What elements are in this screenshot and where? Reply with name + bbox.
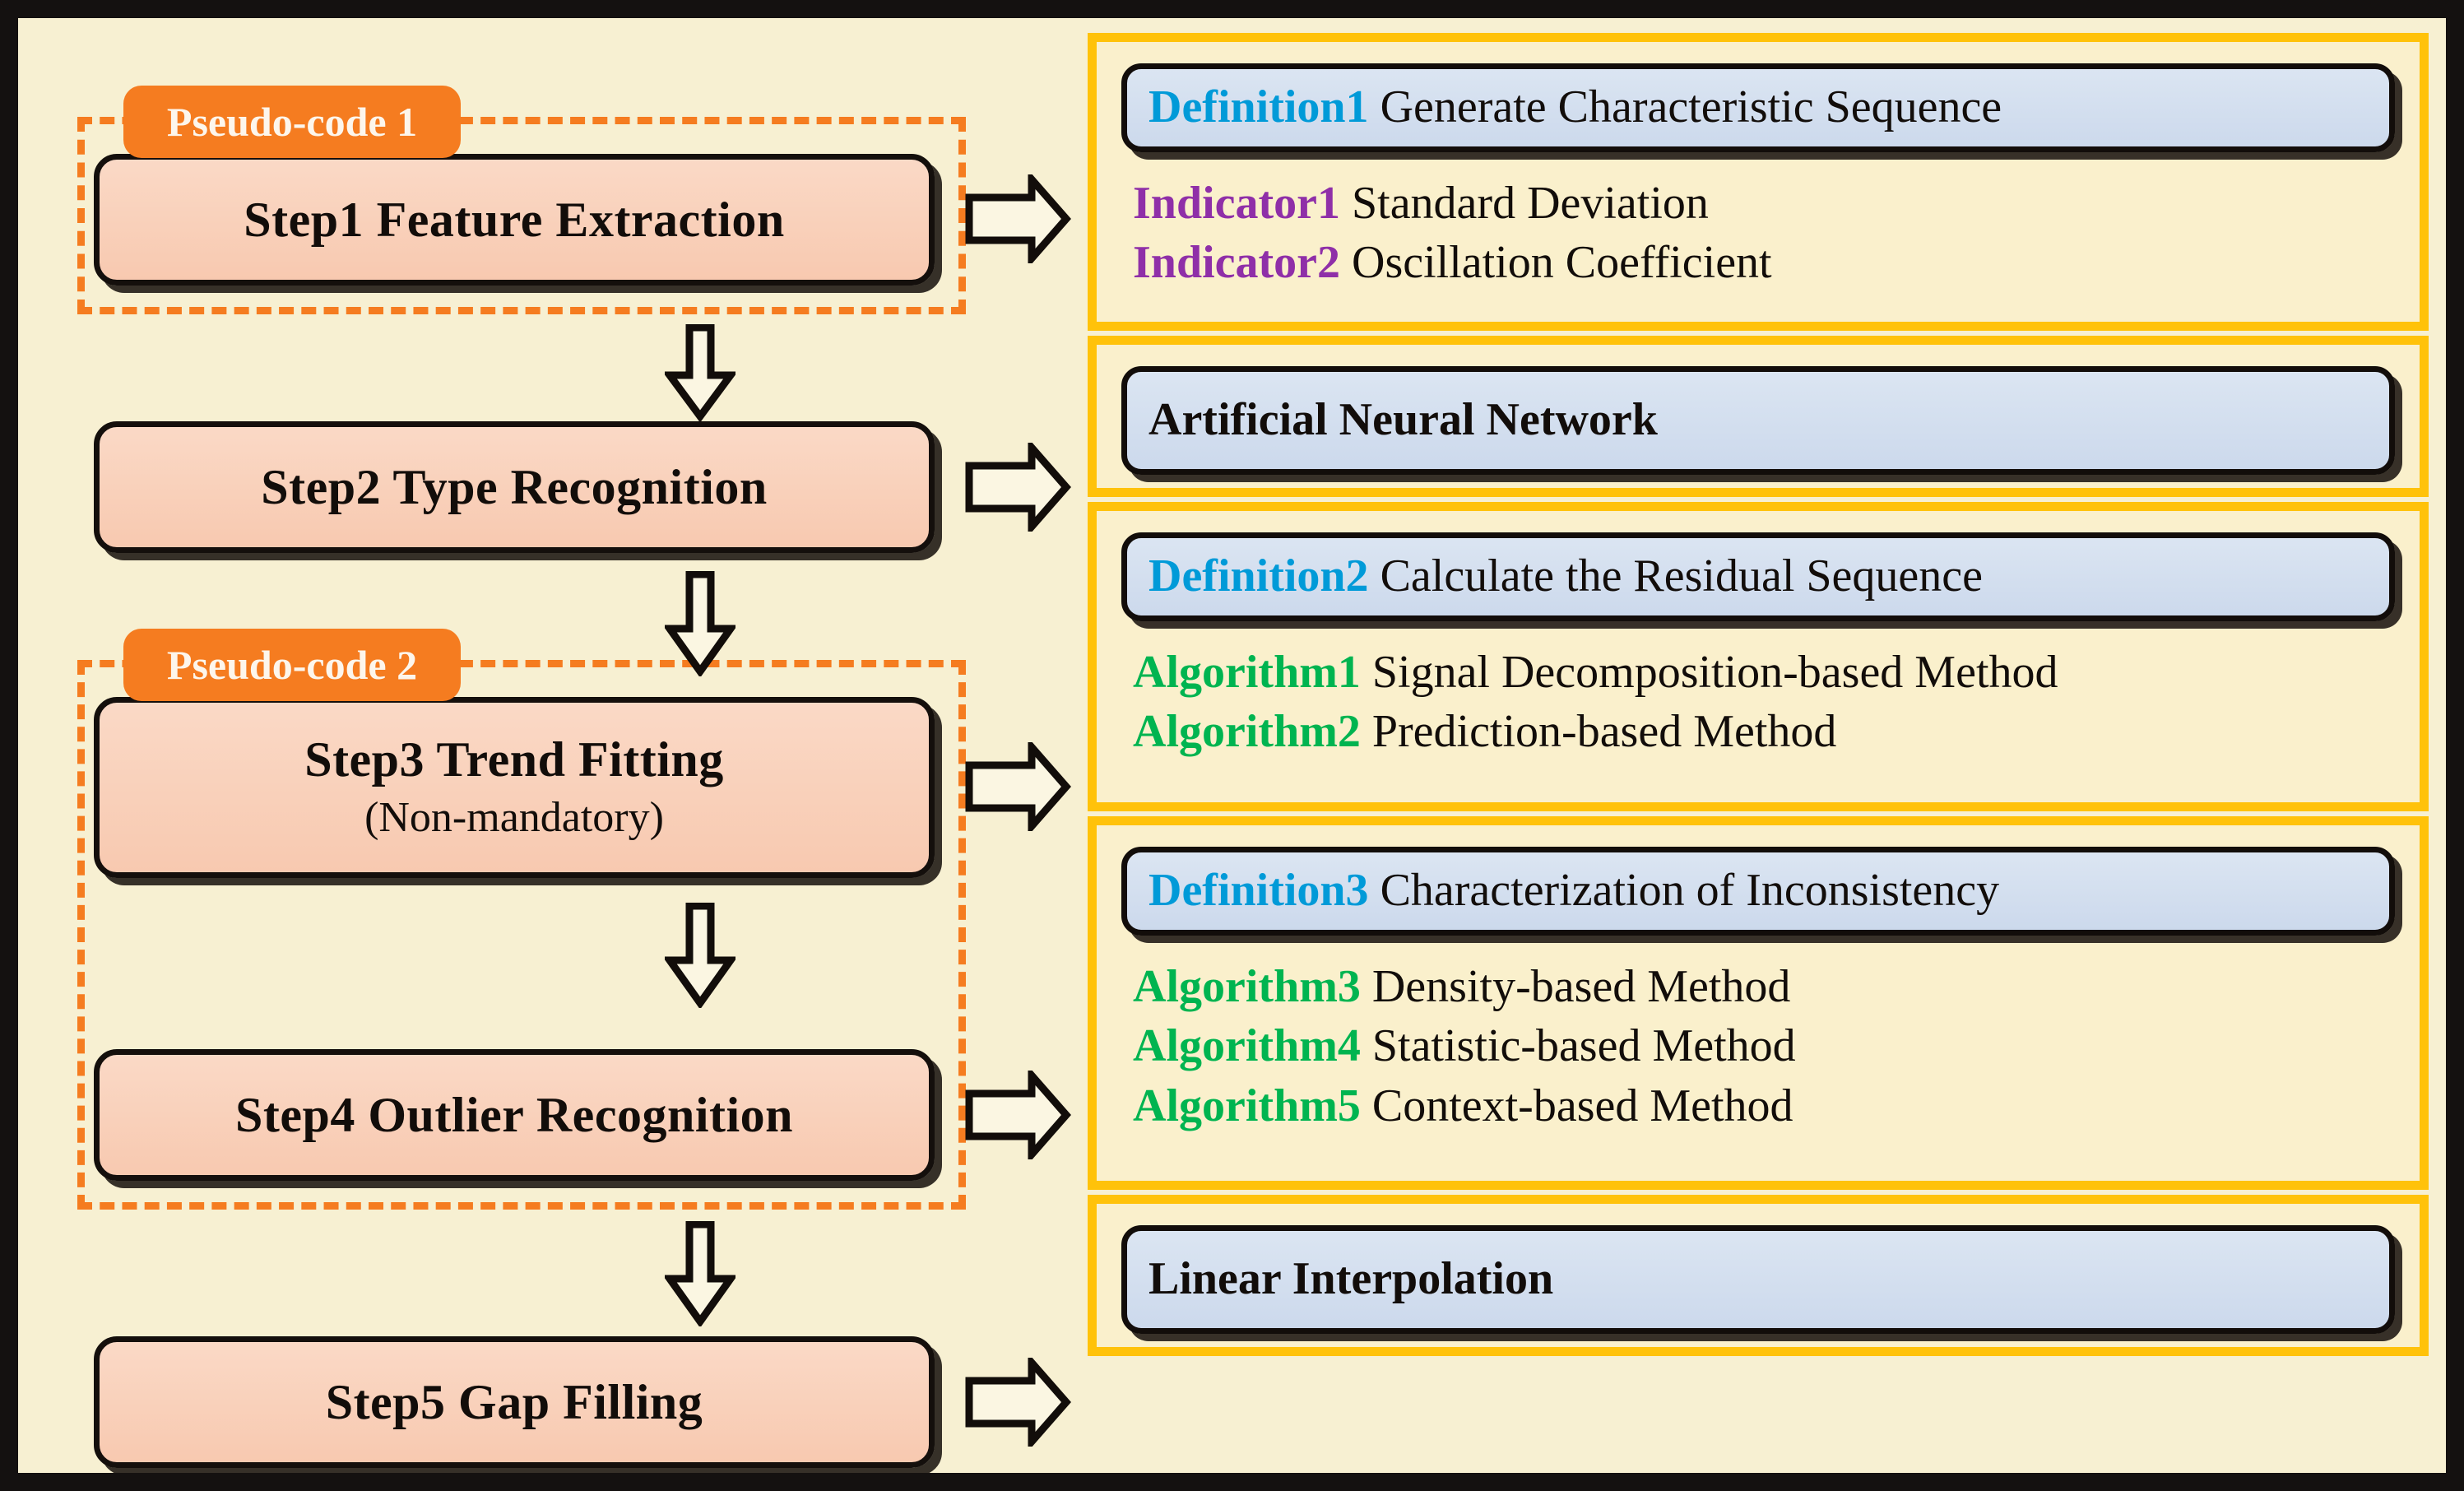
indicator2-text: Oscillation Coefficient <box>1352 237 1772 289</box>
list-item: Algorithm5 Context-based Method <box>1133 1076 2395 1136</box>
arrow-right-step5-to-section5 <box>964 1353 1071 1452</box>
arrow-right-step2-to-section2 <box>964 438 1071 536</box>
methods-section-1: Definition1 Generate Characteristic Sequ… <box>1088 33 2429 331</box>
method-box-2: Artificial Neural Network <box>1121 366 2395 475</box>
arrow-down-step3-to-step4 <box>662 902 738 1010</box>
pseudo-code-2-group-boundary <box>77 660 966 1210</box>
step-box-step2[interactable]: Step2 Type Recognition <box>94 421 935 553</box>
pseudo-code-1-label: Pseudo-code 1 <box>166 99 418 145</box>
algorithm2-keyword: Algorithm2 <box>1133 706 1361 758</box>
definition2-keyword: Definition2 <box>1148 550 1369 602</box>
arrow-right-step3-to-section3 <box>964 737 1071 836</box>
methods-section-3: Definition2 Calculate the Residual Seque… <box>1088 502 2429 811</box>
step3-title: Step3 Trend Fitting <box>304 732 724 787</box>
arrow-down-step2-to-step3 <box>662 570 738 678</box>
algorithm3-keyword: Algorithm3 <box>1133 960 1361 1012</box>
algorithm5-keyword: Algorithm5 <box>1133 1080 1361 1132</box>
definition-box-2: Definition2 Calculate the Residual Seque… <box>1121 532 2395 621</box>
artificial-neural-network-text: Artificial Neural Network <box>1148 394 1658 446</box>
methods-section-4: Definition3 Characterization of Inconsis… <box>1088 816 2429 1190</box>
step-box-step1[interactable]: Step1 Feature Extraction <box>94 154 935 286</box>
process-flow-column: Pseudo-code 1 Step1 Feature Extraction S… <box>18 18 1088 1473</box>
step4-title: Step4 Outlier Recognition <box>234 1087 794 1142</box>
list-item: Indicator2 Oscillation Coefficient <box>1133 233 2395 293</box>
definition2-text: Calculate the Residual Sequence <box>1380 550 1983 602</box>
pseudo-code-1-tag: Pseudo-code 1 <box>123 86 461 158</box>
indicator1-text: Standard Deviation <box>1352 177 1709 229</box>
definition1-keyword: Definition1 <box>1148 81 1369 132</box>
arrow-right-step1-to-section1 <box>964 170 1071 268</box>
method-box-5: Linear Interpolation <box>1121 1225 2395 1334</box>
definition3-keyword: Definition3 <box>1148 865 1369 916</box>
indicator2-keyword: Indicator2 <box>1133 237 1340 289</box>
arrow-down-step4-to-step5 <box>662 1220 738 1328</box>
definition3-text: Characterization of Inconsistency <box>1380 865 2000 916</box>
step-box-step4[interactable]: Step4 Outlier Recognition <box>94 1049 935 1181</box>
algorithm4-text: Statistic-based Method <box>1371 1020 1796 1072</box>
algorithm3-text: Density-based Method <box>1371 960 1791 1012</box>
list-item: Algorithm1 Signal Decomposition-based Me… <box>1133 643 2395 703</box>
linear-interpolation-text: Linear Interpolation <box>1148 1253 1554 1305</box>
step5-title: Step5 Gap Filling <box>325 1374 703 1429</box>
list-item: Algorithm2 Prediction-based Method <box>1133 702 2395 762</box>
pseudo-code-2-tag: Pseudo-code 2 <box>123 629 461 701</box>
list-item: Indicator1 Standard Deviation <box>1133 174 2395 234</box>
methods-section-5: Linear Interpolation <box>1088 1195 2429 1356</box>
step-box-step3[interactable]: Step3 Trend Fitting (Non-mandatory) <box>94 697 935 878</box>
definition-box-3: Definition3 Characterization of Inconsis… <box>1121 847 2395 936</box>
algorithm-list-3: Algorithm1 Signal Decomposition-based Me… <box>1121 643 2395 763</box>
pseudo-code-1-group-boundary <box>77 117 966 314</box>
list-item: Algorithm4 Statistic-based Method <box>1133 1016 2395 1076</box>
definition-box-1: Definition1 Generate Characteristic Sequ… <box>1121 63 2395 152</box>
definition1-text: Generate Characteristic Sequence <box>1380 81 2002 132</box>
arrow-right-step4-to-section4 <box>964 1066 1071 1164</box>
methods-panel: Definition1 Generate Characteristic Sequ… <box>1088 33 2429 1463</box>
step2-title: Step2 Type Recognition <box>261 459 768 514</box>
algorithm2-text: Prediction-based Method <box>1371 706 1837 758</box>
step1-title: Step1 Feature Extraction <box>244 192 785 247</box>
arrow-down-step1-to-step2 <box>662 323 738 423</box>
indicator1-keyword: Indicator1 <box>1133 177 1340 229</box>
indicator-list-1: Indicator1 Standard Deviation Indicator2… <box>1121 174 2395 294</box>
algorithm5-text: Context-based Method <box>1371 1080 1793 1132</box>
pseudo-code-2-label: Pseudo-code 2 <box>166 642 418 688</box>
step3-subtitle: (Non-mandatory) <box>364 794 664 842</box>
list-item: Algorithm3 Density-based Method <box>1133 957 2395 1017</box>
methods-section-2: Artificial Neural Network <box>1088 336 2429 497</box>
step-box-step5[interactable]: Step5 Gap Filling <box>94 1336 935 1468</box>
algorithm1-keyword: Algorithm1 <box>1133 646 1361 698</box>
algorithm-list-4: Algorithm3 Density-based Method Algorith… <box>1121 957 2395 1136</box>
algorithm1-text: Signal Decomposition-based Method <box>1371 646 2058 698</box>
algorithm4-keyword: Algorithm4 <box>1133 1020 1361 1072</box>
